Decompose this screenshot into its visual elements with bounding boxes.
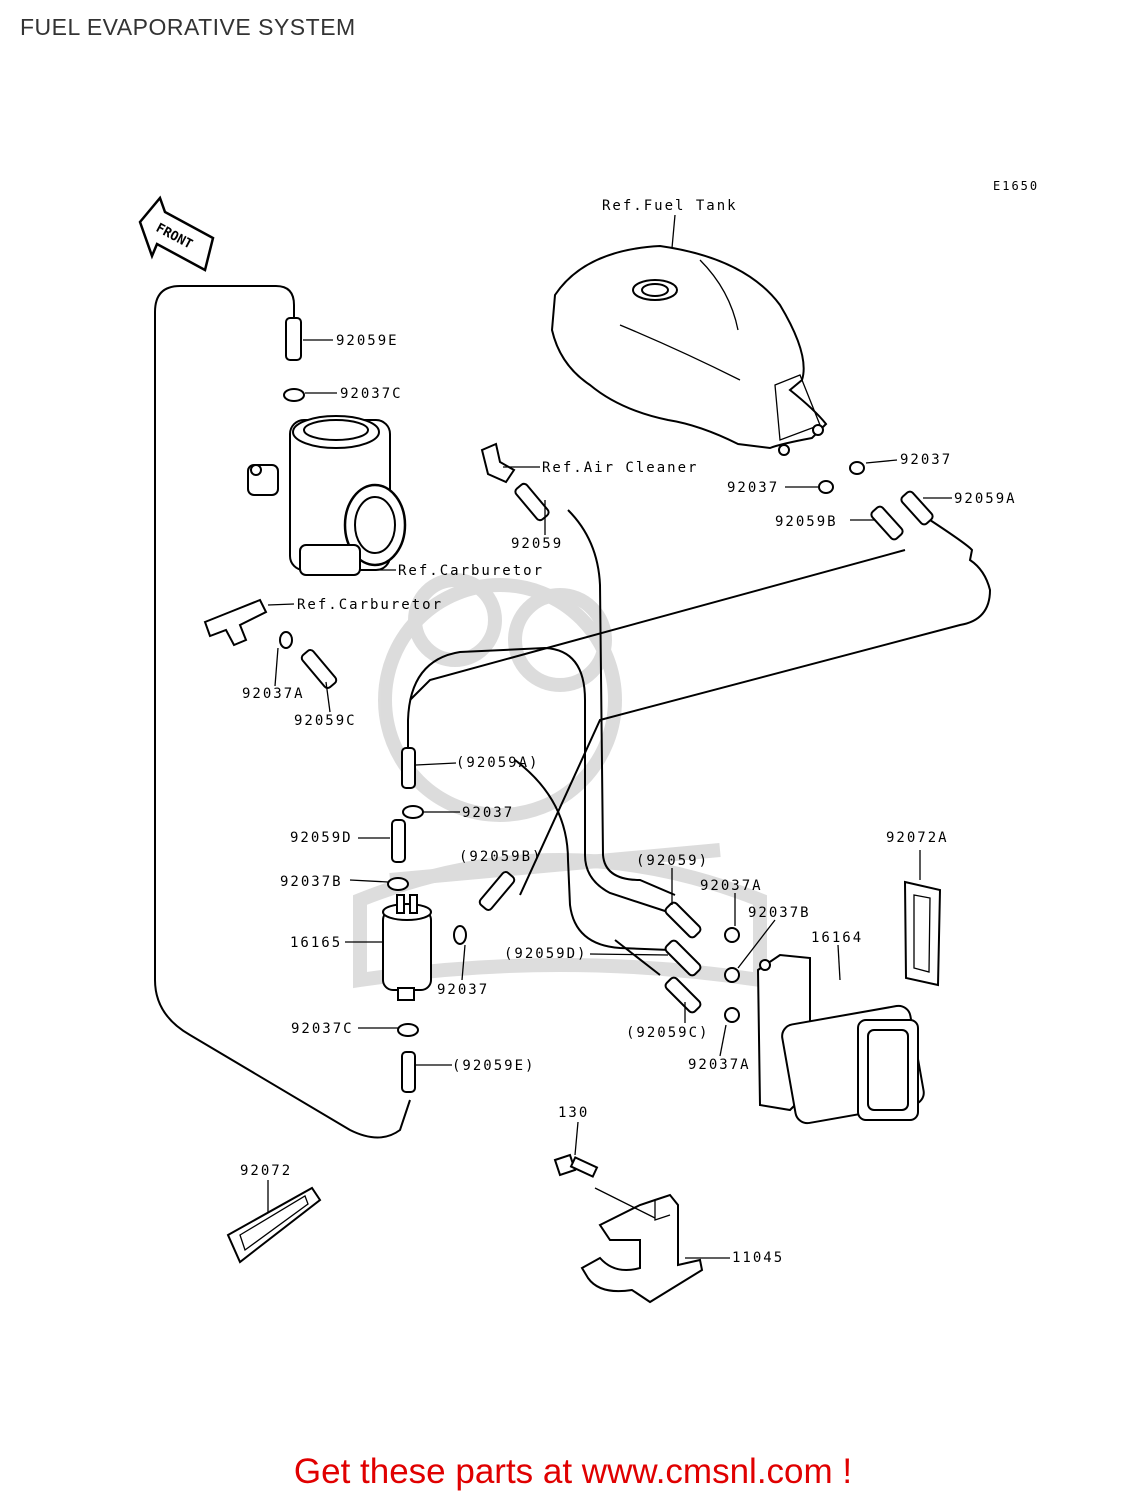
label-ref-air-cleaner: Ref.Air Cleaner <box>542 460 699 476</box>
label-16165: 16165 <box>290 935 343 951</box>
label-92059d: 92059D <box>290 830 353 846</box>
strap-92072 <box>226 1186 322 1264</box>
label-ref-fuel-tank: Ref.Fuel Tank <box>602 198 738 214</box>
watermark-logo <box>353 573 767 989</box>
bracket-11045 <box>580 1193 704 1304</box>
canister-16164 <box>756 953 925 1125</box>
label-92037-tank-b: 92037 <box>727 480 780 496</box>
label-11045: 11045 <box>732 1250 785 1266</box>
label-92072a: 92072A <box>886 830 949 846</box>
label-92037b-right: 92037B <box>748 905 811 921</box>
hose-lower-cross <box>514 759 671 951</box>
label-92037-tank-a: 92037 <box>900 452 953 468</box>
hose-air-cleaner <box>567 509 676 896</box>
fuel-tank <box>550 244 828 456</box>
strap-92072a <box>903 880 942 987</box>
label-92037c-low: 92037C <box>291 1021 354 1037</box>
hose-lower-c <box>614 939 661 976</box>
label-92037-low: 92037 <box>437 982 490 998</box>
hose-center-loop <box>407 646 669 913</box>
page-title: FUEL EVAPORATIVE SYSTEM <box>20 14 356 40</box>
t-fitting <box>203 598 268 647</box>
label-92059: 92059 <box>511 536 564 552</box>
label-92037a-right-low: 92037A <box>688 1057 751 1073</box>
label-92059b: 92059B <box>775 514 838 530</box>
label-92037b-left: 92037B <box>280 874 343 890</box>
leader-lines <box>267 214 952 1259</box>
label-92059d-paren: (92059D) <box>504 946 588 962</box>
label-92059b-paren: (92059B) <box>459 849 543 865</box>
drawing-code: E1650 <box>993 179 1040 193</box>
bolt-130 <box>553 1153 599 1178</box>
label-92037a-left: 92037A <box>242 686 305 702</box>
carburetor <box>247 415 407 576</box>
hose-pieces <box>285 317 934 1093</box>
hose-tank-vent <box>519 519 992 896</box>
label-130: 130 <box>558 1105 590 1121</box>
label-92059c-paren: (92059C) <box>626 1025 710 1041</box>
label-92072: 92072 <box>240 1163 293 1179</box>
clamp-icons <box>279 388 865 1037</box>
label-92059e-paren: (92059E) <box>452 1058 536 1074</box>
label-92037a-right: 92037A <box>700 878 763 894</box>
label-ref-carburetor-2: Ref.Carburetor <box>297 597 444 613</box>
label-92037c: 92037C <box>340 386 403 402</box>
front-arrow-icon: FRONT <box>138 195 215 272</box>
label-92059c: 92059C <box>294 713 357 729</box>
label-16164: 16164 <box>811 930 864 946</box>
label-92059-paren: (92059) <box>636 853 710 869</box>
label-92059a: 92059A <box>954 491 1017 507</box>
label-92059e: 92059E <box>336 333 399 349</box>
separator-16165 <box>382 894 432 1001</box>
label-92059a-paren: (92059A) <box>456 755 540 771</box>
hose-tank-long <box>409 549 906 701</box>
label-ref-carburetor-1: Ref.Carburetor <box>398 563 545 579</box>
footer-cta-link[interactable]: Get these parts at www.cmsnl.com ! <box>293 1452 853 1491</box>
air-cleaner-elbow <box>480 442 516 484</box>
return-hose-left <box>154 285 411 1139</box>
label-92037-mid: 92037 <box>462 805 515 821</box>
